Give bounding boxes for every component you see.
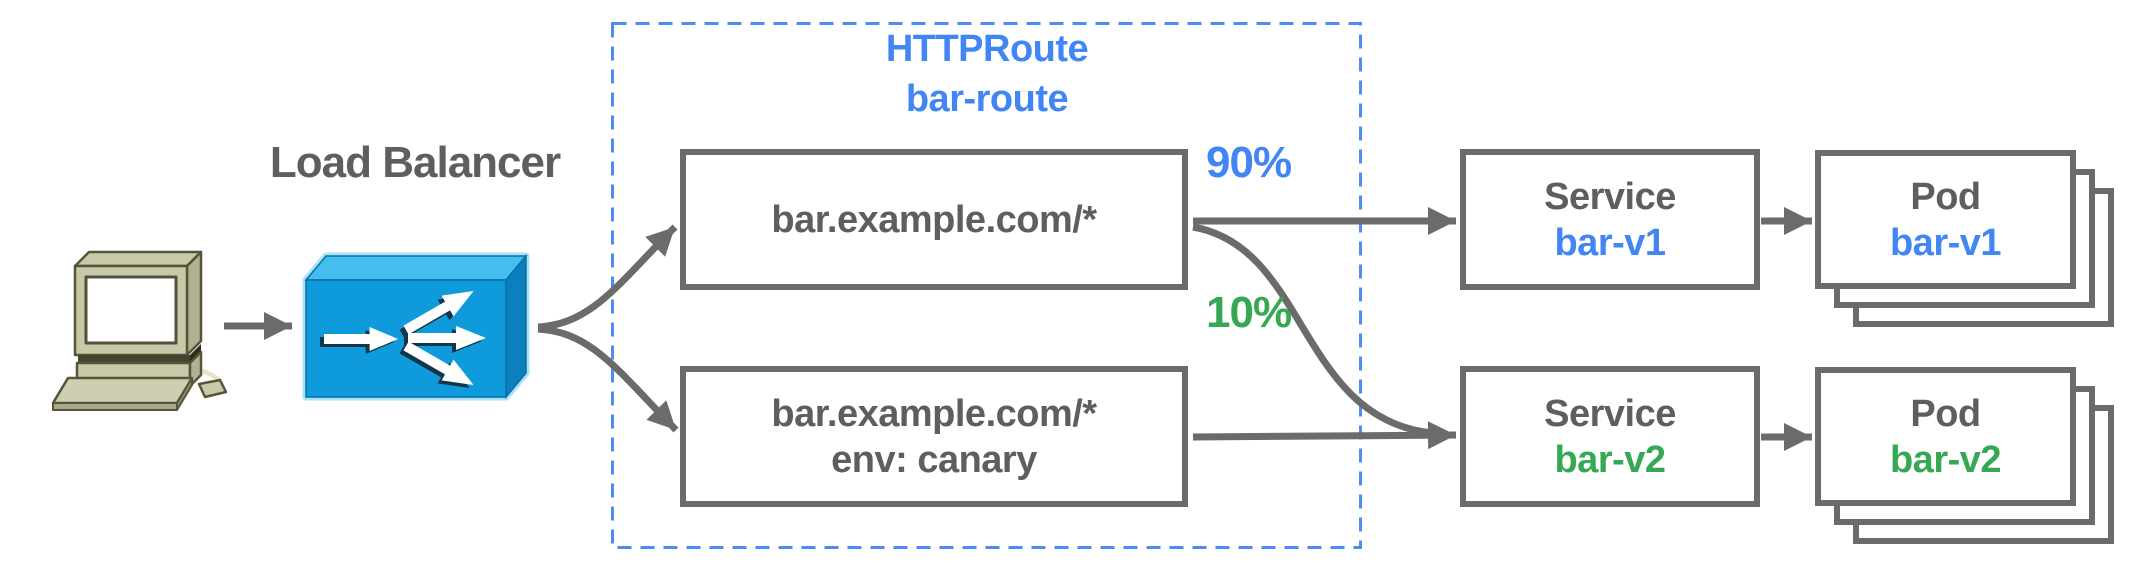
- arrow-lb-to-route1: [537, 224, 678, 331]
- load-balancer-label: Load Balancer: [269, 138, 561, 187]
- httproute-title: HTTPRoute bar-route: [611, 24, 1363, 124]
- pod-v1-name: bar-v1: [1889, 221, 2002, 264]
- httproute-group-border: [611, 22, 1362, 549]
- arrow-route2-to-service2: [1192, 421, 1457, 450]
- pod-bar-v2-box: Pod bar-v2: [1815, 367, 2076, 506]
- curve-route1-to-service2-10: [1192, 223, 1433, 437]
- pod-bar-v1-box: Pod bar-v1: [1815, 150, 2076, 289]
- route-rule-2-match: bar.example.com/*: [771, 392, 1097, 435]
- pod-bar-v1-stack: Pod bar-v1: [1815, 150, 2114, 327]
- service-bar-v1-box: Service bar-v1: [1460, 149, 1760, 290]
- pod-bar-v2-stack: Pod bar-v2: [1815, 367, 2114, 544]
- pod-v2-name: bar-v2: [1889, 438, 2002, 481]
- load-balancer-icon: [302, 252, 530, 401]
- pod-v2-kind: Pod: [1910, 392, 1981, 435]
- weight-10-label: 10%: [1206, 288, 1292, 337]
- weight-90-label: 90%: [1206, 138, 1292, 187]
- desktop-computer-icon: [51, 250, 228, 411]
- httproute-kind: HTTPRoute: [885, 28, 1089, 70]
- service-v1-kind: Service: [1544, 175, 1676, 218]
- route-rule-1-box: bar.example.com/*: [680, 149, 1188, 290]
- route-rule-2-header: env: canary: [831, 438, 1037, 481]
- service-bar-v2-box: Service bar-v2: [1460, 366, 1760, 507]
- service-v1-name: bar-v1: [1554, 221, 1666, 264]
- httproute-name: bar-route: [905, 78, 1069, 120]
- route-rule-2-box: bar.example.com/* env: canary: [680, 366, 1188, 507]
- service-v2-kind: Service: [1544, 392, 1676, 435]
- service-v2-name: bar-v2: [1554, 438, 1666, 481]
- route-rule-1-match: bar.example.com/*: [771, 198, 1097, 241]
- pod-v1-kind: Pod: [1910, 175, 1981, 218]
- arrow-lb-to-route2: [537, 325, 679, 433]
